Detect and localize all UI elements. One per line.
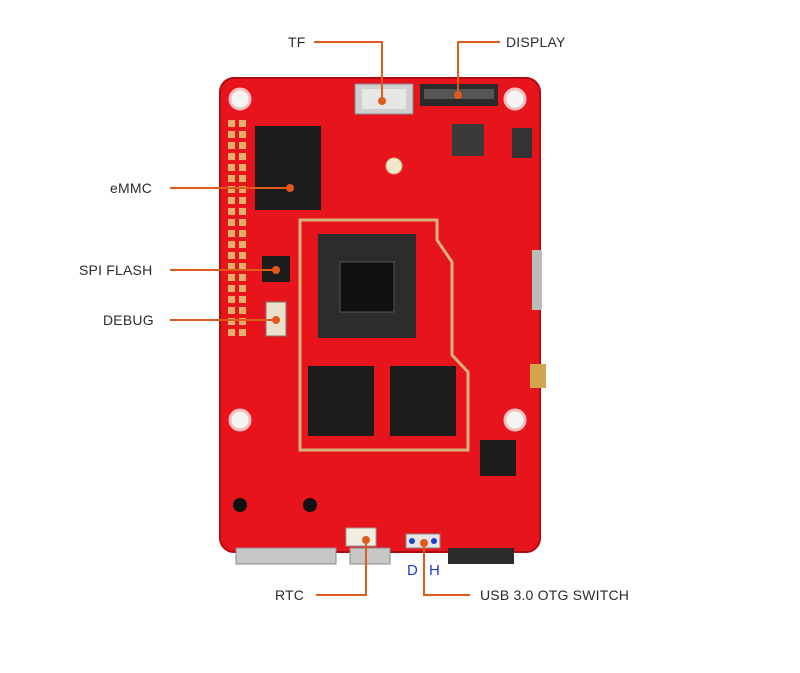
gpio-pin <box>239 131 246 138</box>
gpio-pin <box>228 318 235 325</box>
gpio-pin <box>228 142 235 149</box>
label-switch-d: D <box>407 562 418 579</box>
gpio-pin <box>228 120 235 127</box>
gpio-pin <box>239 263 246 270</box>
gpio-pin <box>228 197 235 204</box>
label-emmc: eMMC <box>110 180 153 196</box>
gpio-pin <box>228 296 235 303</box>
gpio-pin <box>228 219 235 226</box>
gpio-header <box>228 120 246 336</box>
callout-line-otg <box>423 543 470 596</box>
led-component <box>385 157 403 175</box>
gpio-pin <box>228 164 235 171</box>
gpio-pin <box>239 274 246 281</box>
gpio-pin <box>239 197 246 204</box>
rtc-connector <box>345 527 377 547</box>
label-tf: TF <box>288 34 306 50</box>
gpio-pin <box>239 241 246 248</box>
gpio-pin <box>239 329 246 336</box>
label-display: DISPLAY <box>506 34 566 50</box>
ram-chip-left <box>308 366 374 436</box>
tactile-button-right <box>303 498 317 512</box>
switch-dot-h <box>431 538 437 544</box>
gpio-pin <box>228 208 235 215</box>
label-switch-h: H <box>429 562 440 579</box>
tactile-button-left <box>233 498 247 512</box>
soc-region-outline <box>298 218 470 452</box>
gpio-pin <box>228 186 235 193</box>
gpio-pin <box>239 219 246 226</box>
label-usb-otg-switch: USB 3.0 OTG SWITCH <box>480 587 630 603</box>
gpio-pin <box>228 285 235 292</box>
gpio-pin <box>228 263 235 270</box>
gpio-pin <box>239 307 246 314</box>
pmic-chip <box>452 124 484 156</box>
callout-line-display <box>457 41 500 95</box>
gpio-pin <box>228 252 235 259</box>
emmc-chip <box>255 126 321 210</box>
mounting-holes <box>228 87 527 432</box>
gpio-pin <box>239 175 246 182</box>
callout-line-rtc <box>316 540 367 596</box>
tf-card-slot <box>354 83 414 115</box>
label-spi-flash: SPI FLASH <box>79 262 153 278</box>
ethernet-port <box>235 547 337 565</box>
gpio-pin <box>228 175 235 182</box>
gpio-pin <box>239 164 246 171</box>
gpio-pin <box>228 329 235 336</box>
switch-dot-d <box>409 538 415 544</box>
usb-controller-chip <box>480 440 516 476</box>
callout-line-tf <box>314 41 383 101</box>
soc-die <box>339 261 395 313</box>
gpio-pin <box>239 318 246 325</box>
gpio-pin <box>239 120 246 127</box>
gpio-pin <box>239 153 246 160</box>
gpio-pin <box>228 131 235 138</box>
side-connector <box>532 250 542 310</box>
gpio-pin <box>239 208 246 215</box>
antenna-connector <box>530 364 546 388</box>
gpio-pin <box>239 252 246 259</box>
gpio-pin <box>228 307 235 314</box>
gpio-pin <box>228 153 235 160</box>
callout-lines <box>170 41 500 596</box>
gpio-pin <box>239 230 246 237</box>
usb3-port <box>448 548 514 564</box>
gpio-pin <box>239 285 246 292</box>
usb-port <box>349 547 391 565</box>
gpio-pin <box>239 296 246 303</box>
gpio-pin <box>239 142 246 149</box>
component-block <box>512 128 532 158</box>
gpio-pin <box>228 241 235 248</box>
gpio-pin <box>228 274 235 281</box>
label-debug: DEBUG <box>103 312 154 328</box>
gpio-pin <box>228 230 235 237</box>
ram-chip-right <box>390 366 456 436</box>
gpio-pin <box>239 186 246 193</box>
label-rtc: RTC <box>275 587 305 603</box>
